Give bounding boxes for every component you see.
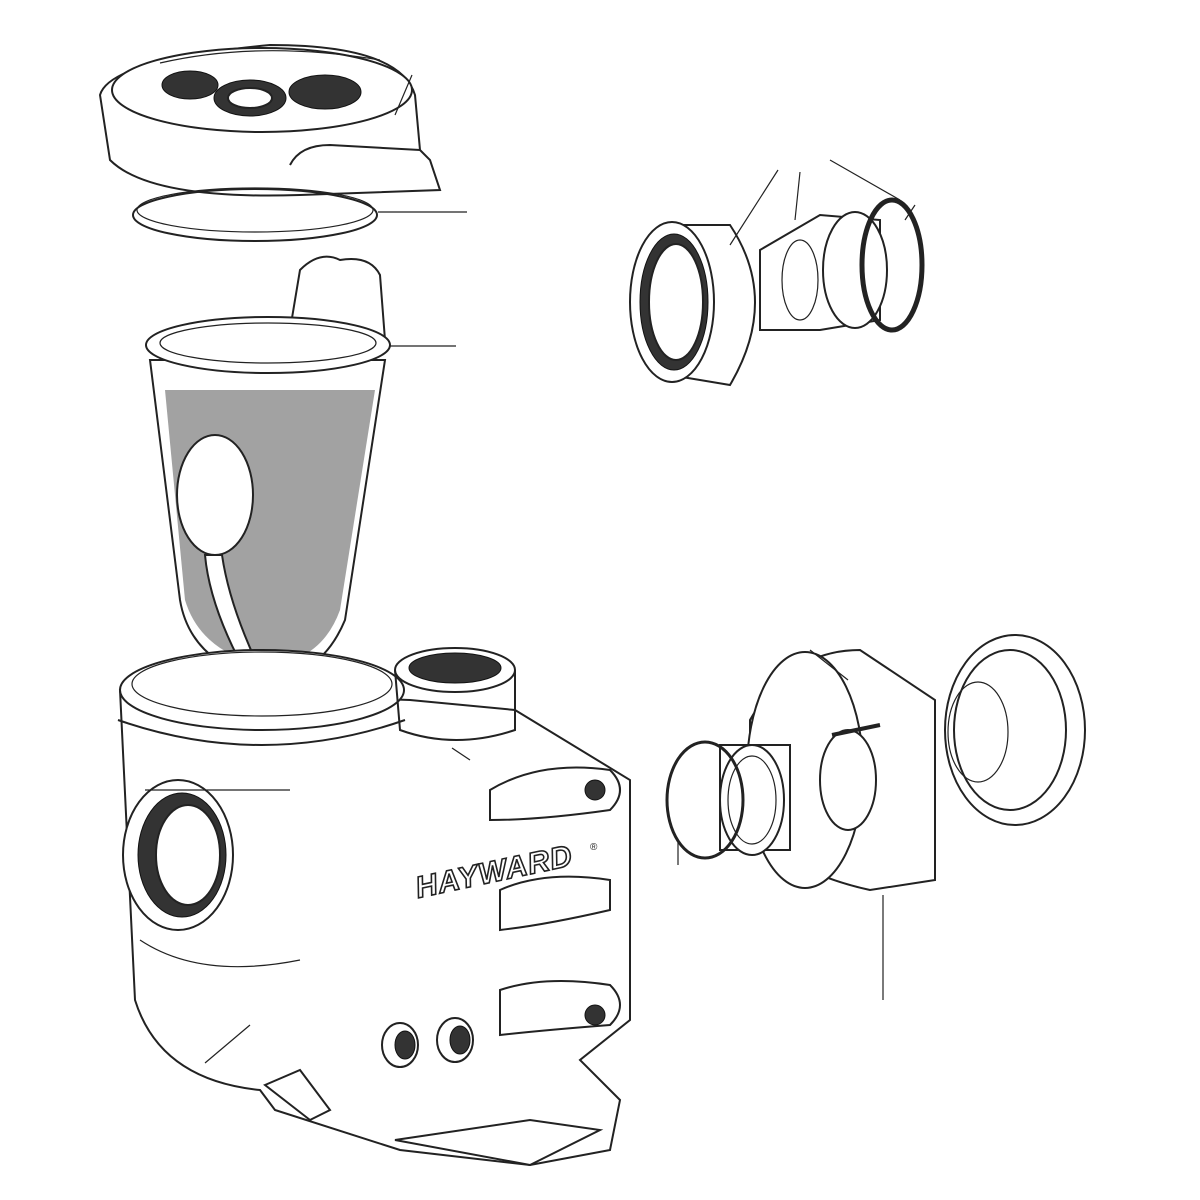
leader-line — [394, 74, 413, 116]
leader-line — [794, 171, 801, 221]
housing-o-ring — [665, 740, 745, 860]
cover-o-ring — [132, 187, 378, 242]
union-connector — [629, 211, 888, 387]
union-o-ring — [859, 197, 925, 333]
leader-line — [729, 169, 779, 246]
leader-line — [904, 204, 916, 221]
leader-line — [809, 649, 849, 681]
pump-housing: HAYWARD ® — [117, 647, 631, 1167]
leader-line — [204, 1024, 251, 1064]
leader-line — [451, 747, 471, 761]
strainer-basket — [145, 255, 391, 682]
impeller-assembly — [719, 744, 791, 856]
diffuser-seal-plate — [746, 634, 1086, 892]
strainer-cover — [98, 43, 442, 197]
leader-line — [829, 159, 901, 201]
registered-mark: ® — [590, 842, 598, 853]
